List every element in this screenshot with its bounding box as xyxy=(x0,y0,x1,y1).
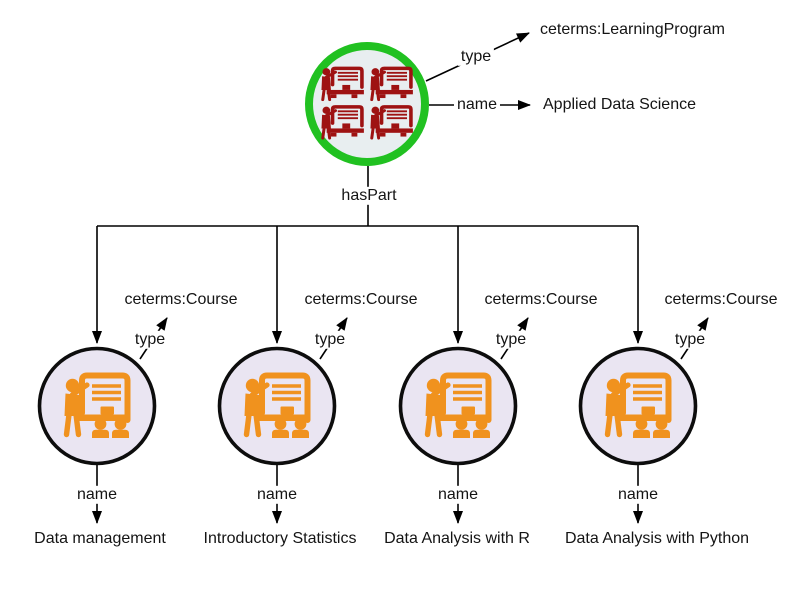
course-4-type-edge-label: type xyxy=(671,330,709,350)
program-node-circle xyxy=(305,42,429,166)
program-name-value: Applied Data Science xyxy=(543,95,696,113)
course-1-name-edge-label: name xyxy=(73,485,121,505)
course-2-type-edge-label: type xyxy=(311,330,349,350)
course-3-name-value: Data Analysis with R xyxy=(384,529,530,547)
course-3-name-edge-label: name xyxy=(434,485,482,505)
program-type-edge-label: type xyxy=(457,47,495,67)
program-edges xyxy=(425,32,531,110)
course-3-type-value: ceterms:Course xyxy=(484,290,598,308)
course-node-circle xyxy=(398,346,518,466)
course-node-3 xyxy=(398,317,529,524)
program-node xyxy=(305,42,429,166)
course-2-name-edge-label: name xyxy=(253,485,301,505)
course-node-circle xyxy=(217,346,337,466)
course-4-type-value: ceterms:Course xyxy=(664,290,778,308)
haspart-tree xyxy=(92,166,643,344)
program-name-edge-label: name xyxy=(453,95,501,115)
course-node-circle xyxy=(578,346,698,466)
course-3-type-edge-label: type xyxy=(492,330,530,350)
course-2-name-value: Introductory Statistics xyxy=(203,529,357,547)
course-1-type-value: ceterms:Course xyxy=(124,290,238,308)
course-2-type-value: ceterms:Course xyxy=(304,290,418,308)
haspart-edge-label: hasPart xyxy=(338,186,400,206)
course-node-4 xyxy=(578,317,709,524)
course-1-name-value: Data management xyxy=(34,529,166,547)
course-1-type-edge-label: type xyxy=(131,330,169,350)
program-type-value: ceterms:LearningProgram xyxy=(540,20,725,38)
course-node-circle xyxy=(37,346,157,466)
course-4-name-edge-label: name xyxy=(614,485,662,505)
course-4-name-value: Data Analysis with Python xyxy=(564,529,750,547)
